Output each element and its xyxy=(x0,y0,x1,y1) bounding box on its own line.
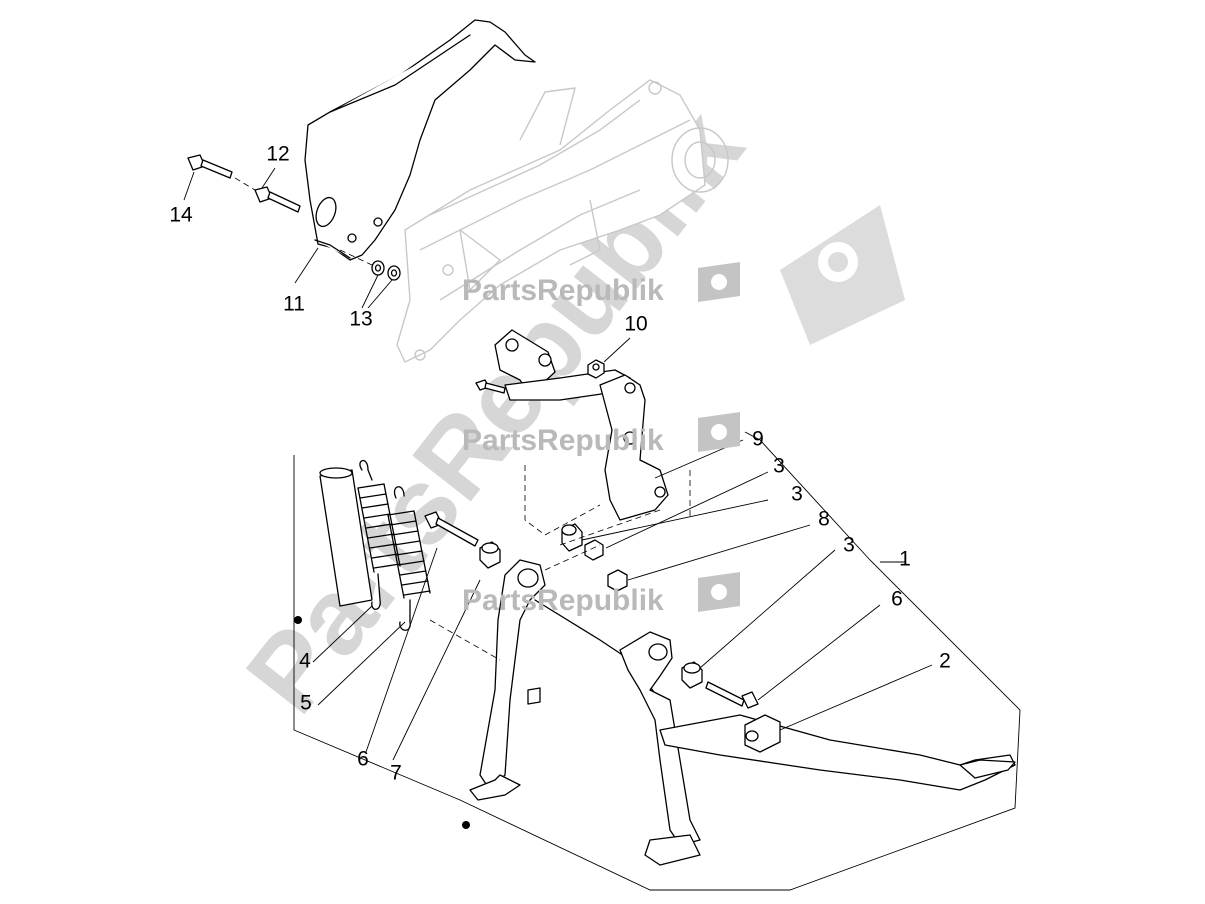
part-2-rubber-buffer xyxy=(744,714,781,753)
callout-4: 4 xyxy=(299,650,311,673)
reference-dot-lower xyxy=(462,821,470,829)
callout-5: 5 xyxy=(300,692,312,715)
callout-1: 1 xyxy=(899,548,911,571)
leader-lines xyxy=(183,167,933,761)
callout-6-right: 6 xyxy=(891,588,903,611)
callout-2: 2 xyxy=(939,650,951,673)
callout-labels: 1 2 3 3 3 4 5 6 6 7 8 9 10 11 12 13 14 xyxy=(169,143,951,785)
watermark-small-text-2: PartsRepublik xyxy=(462,424,664,457)
assembly-outline xyxy=(293,431,1021,891)
callout-7: 7 xyxy=(390,762,402,785)
watermark-small-text-1: PartsRepublik xyxy=(462,274,664,307)
callout-14: 14 xyxy=(169,204,193,227)
watermark-small-2: PartsRepublik xyxy=(462,412,740,457)
callout-3-middle: 3 xyxy=(791,483,803,506)
callout-3-lower: 3 xyxy=(843,534,855,557)
callout-9: 9 xyxy=(752,428,764,451)
part-12-bolt xyxy=(254,186,301,213)
callout-10: 10 xyxy=(624,313,647,336)
part-14-bolt xyxy=(187,154,233,179)
callout-6-left: 6 xyxy=(357,748,369,771)
engine-housing-ghost xyxy=(396,79,729,363)
alignment-lines xyxy=(234,177,691,661)
callout-13: 13 xyxy=(349,308,372,331)
part-3-bushing-lower xyxy=(681,661,703,689)
part-3-bushing-upper xyxy=(561,523,583,552)
reference-dot-upper xyxy=(294,616,302,624)
part-6-bolt-lower xyxy=(705,681,759,709)
part-1-centre-stand xyxy=(469,559,1016,866)
callout-11: 11 xyxy=(283,293,305,316)
part-7-bushing xyxy=(479,541,501,569)
part-6-bolt-upper xyxy=(424,511,479,547)
part-13-washers xyxy=(371,260,401,281)
part-5-spring xyxy=(387,486,431,631)
callout-8: 8 xyxy=(818,508,830,531)
watermark-small-3: PartsRepublik xyxy=(462,572,740,617)
part-8-nut xyxy=(607,569,628,592)
part-9-stand-bracket xyxy=(475,329,669,521)
part-3-nut-upper xyxy=(584,539,604,561)
callout-3-upper: 3 xyxy=(773,455,785,478)
callout-12: 12 xyxy=(266,143,289,166)
part-11-bracket xyxy=(304,19,536,261)
part-10-nut xyxy=(587,359,605,379)
spring-sleeve xyxy=(319,467,373,607)
watermark-large-logo xyxy=(780,205,905,345)
part-4-spring xyxy=(357,459,401,610)
watermark-small-1: PartsRepublik xyxy=(462,262,740,307)
watermark-small-text-3: PartsRepublik xyxy=(462,584,664,617)
